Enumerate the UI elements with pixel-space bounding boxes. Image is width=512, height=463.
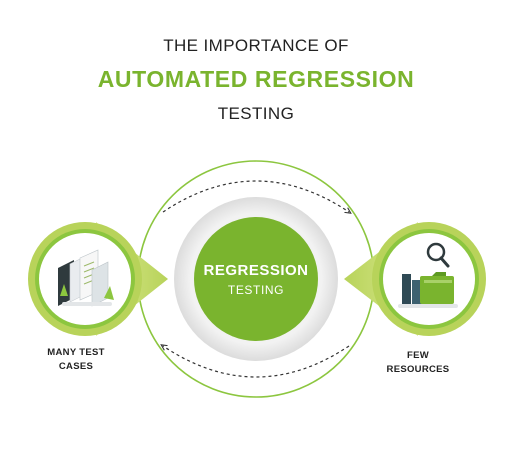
center-subtitle: TESTING [227,283,285,297]
documents-icon [58,249,114,307]
title-line-1: THE IMPORTANCE OF [163,36,349,55]
right-caption-line-2: RESOURCES [386,364,450,375]
title-line-2: AUTOMATED REGRESSION [97,66,415,92]
folder-magnifier-icon [398,242,458,308]
right-node-caption: FEW RESOURCES [363,349,473,377]
bottom-cycle-arrow [163,346,350,378]
left-caption-line-1: MANY TEST [47,347,105,358]
center-core [194,217,318,341]
right-caption-line-1: FEW [406,350,429,361]
left-node-caption: MANY TEST CASES [21,346,131,374]
top-cycle-arrow [162,180,349,212]
center-title: REGRESSION [203,262,309,279]
title-line-3: TESTING [217,104,295,123]
left-caption-line-2: CASES [58,361,94,372]
